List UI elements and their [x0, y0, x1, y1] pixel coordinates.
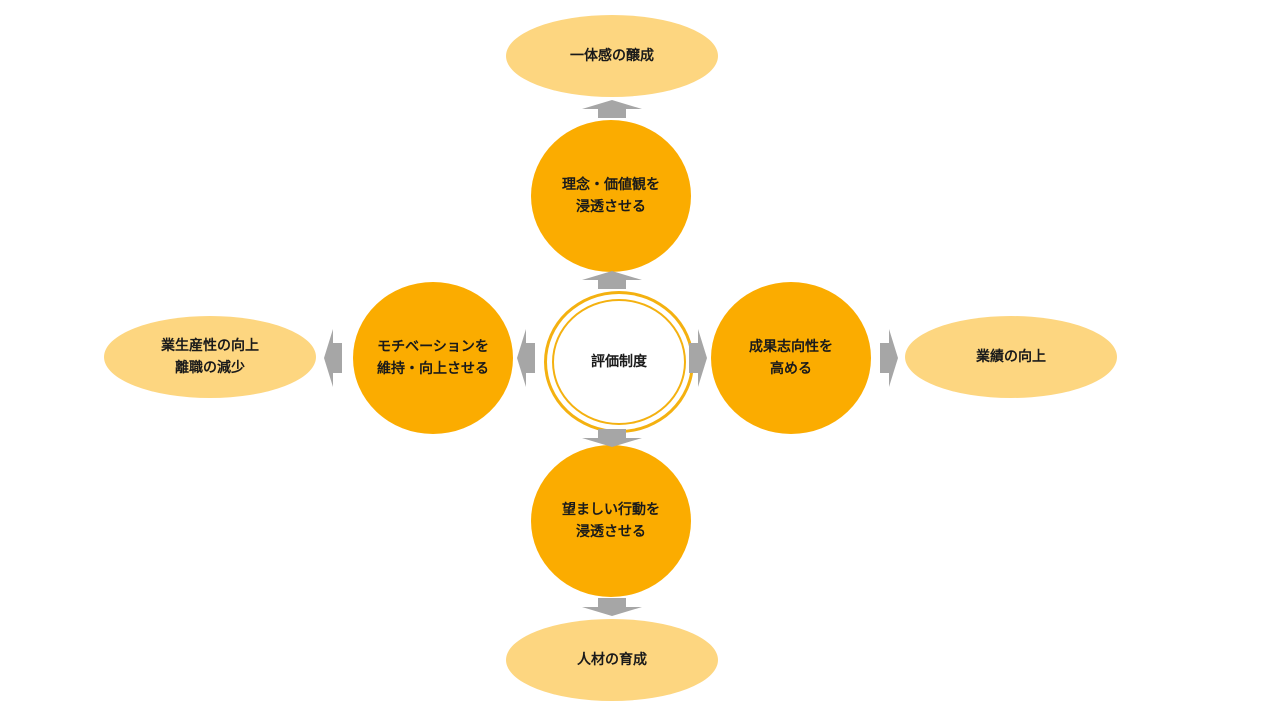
circle-bottom-label-2: 浸透させる: [576, 524, 646, 540]
arrow-down-to-outcome: [582, 598, 642, 616]
arrow-right-to-circle-shape: [689, 329, 707, 387]
arrow-left-to-outcome: [324, 329, 342, 387]
outcome-right-label: 業績の向上: [976, 349, 1046, 365]
circle-bottom: 望ましい行動を 浸透させる: [531, 445, 691, 597]
outcome-right: 業績の向上: [905, 316, 1117, 398]
circle-top-label-1: 理念・価値観を: [562, 177, 660, 193]
circle-left: モチベーションを 維持・向上させる: [353, 282, 513, 434]
arrow-up-to-outcome-shape: [582, 100, 642, 118]
outcome-left-label-2: 離職の減少: [175, 360, 245, 376]
circle-bottom-label-1: 望ましい行動を: [562, 502, 660, 518]
arrow-right-to-outcome-shape: [880, 329, 898, 387]
arrow-up-to-outcome: [582, 100, 642, 118]
circle-right-label-2: 高める: [770, 361, 812, 377]
outcome-top: 一体感の醸成: [506, 15, 718, 97]
circle-top: 理念・価値観を 浸透させる: [531, 120, 691, 272]
arrow-right-to-outcome: [880, 329, 898, 387]
arrow-right-to-circle: [689, 329, 707, 387]
circle-right-label-1: 成果志向性を: [749, 339, 833, 355]
center-label: 評価制度: [591, 354, 647, 370]
outcome-left: 業生産性の向上 離職の減少: [104, 316, 316, 398]
arrow-left-to-circle: [517, 329, 535, 387]
circle-right: 成果志向性を 高める: [711, 282, 871, 434]
outcome-bottom: 人材の育成: [506, 619, 718, 701]
arrow-up-to-circle-shape: [582, 271, 642, 289]
outcome-bottom-label: 人材の育成: [577, 652, 647, 668]
center-node: 評価制度: [544, 291, 694, 433]
arrow-left-to-circle-shape: [517, 329, 535, 387]
circle-top-label-2: 浸透させる: [576, 199, 646, 215]
arrow-up-to-circle: [582, 271, 642, 289]
arrow-down-to-circle: [582, 429, 642, 447]
circle-left-label-1: モチベーションを: [377, 339, 489, 355]
arrow-down-to-circle-shape: [582, 429, 642, 447]
arrow-left-to-outcome-shape: [324, 329, 342, 387]
circle-left-label-2: 維持・向上させる: [377, 361, 489, 377]
arrow-down-to-outcome-shape: [582, 598, 642, 616]
outcome-left-label-1: 業生産性の向上: [161, 338, 259, 354]
outcome-top-label: 一体感の醸成: [570, 48, 654, 64]
